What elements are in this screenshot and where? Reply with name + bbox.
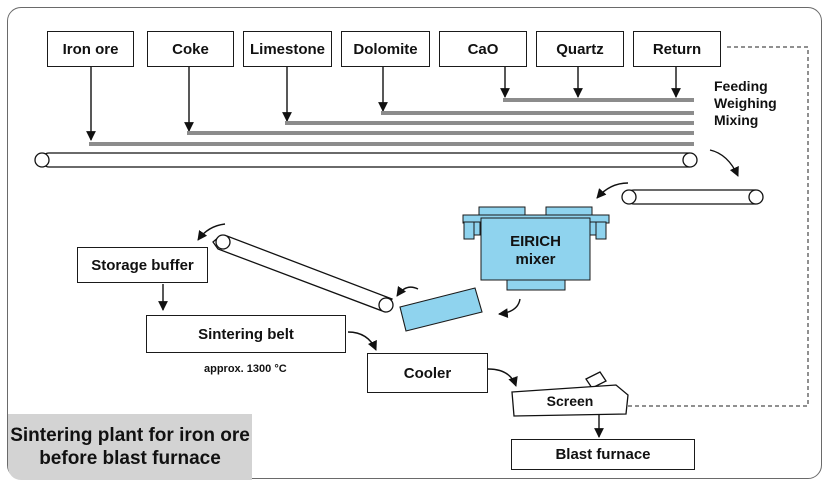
- mixing-label: Mixing: [714, 112, 759, 128]
- limestone-label: Limestone: [249, 40, 325, 58]
- conveyor-roller: [748, 189, 764, 205]
- blast-furnace-box: Blast furnace: [511, 439, 695, 470]
- screen-label: Screen: [546, 393, 594, 409]
- cao-label: CaO: [467, 40, 499, 58]
- limestone-box: Limestone: [243, 31, 332, 67]
- caption-panel: Sintering plant for iron ore before blas…: [8, 414, 252, 480]
- cooler-label: Cooler: [403, 364, 452, 382]
- transfer-arrow-cooler-to-screen: [487, 368, 518, 387]
- iron-ore-label: Iron ore: [62, 40, 119, 58]
- screen-feeder: [585, 371, 607, 389]
- mixer-body: [480, 217, 591, 281]
- return-loop-dashed-line: [627, 46, 809, 407]
- dolomite-label: Dolomite: [353, 40, 418, 58]
- ingredient-arrows: [86, 67, 681, 141]
- transfer-arrow-main-to-small-belt: [709, 149, 739, 177]
- small-conveyor: [621, 189, 764, 205]
- caption-line-1: Sintering plant for iron ore: [10, 425, 250, 446]
- mixer-label: EIRICH mixer: [481, 233, 590, 269]
- feeding-weighing-mixing-label: Feeding Weighing Mixing: [714, 78, 777, 129]
- cao-box: CaO: [439, 31, 527, 67]
- conveyor-roller: [682, 152, 698, 168]
- cooler-box: Cooler: [367, 353, 488, 393]
- weighing-label: Weighing: [714, 95, 777, 111]
- transfer-arrow-incline-to-storage: [197, 223, 226, 241]
- mixer-leg-left-2: [473, 221, 481, 236]
- eirich-mixer: [462, 206, 610, 291]
- conveyor-roller: [215, 234, 231, 250]
- main-conveyor: [34, 152, 698, 168]
- transfer-arrow-tray-to-incline: [396, 285, 419, 297]
- mixer-label-brand: EIRICH: [510, 233, 561, 250]
- conveyor-roller: [378, 297, 394, 313]
- screen-body: [511, 384, 629, 417]
- transfer-arrow-belt-to-cooler: [347, 331, 377, 351]
- quartz-box: Quartz: [536, 31, 624, 67]
- diagram-frame: [7, 7, 822, 479]
- discharge-tray: [399, 287, 483, 332]
- sintering-belt-box: Sintering belt: [146, 315, 346, 353]
- storage-buffer-box: Storage buffer: [77, 247, 208, 283]
- quartz-label: Quartz: [556, 40, 604, 58]
- storage-buffer-label: Storage buffer: [91, 256, 194, 274]
- feeding-label: Feeding: [714, 78, 768, 94]
- mixer-label-type: mixer: [515, 251, 556, 268]
- mixer-leg-right-2: [589, 221, 597, 236]
- mixer-outlet: [506, 279, 566, 291]
- transfer-arrow-mixer-to-tray: [498, 298, 521, 318]
- inclined-conveyor: [212, 234, 394, 313]
- coke-box: Coke: [147, 31, 234, 67]
- transfer-arrow-small-belt-to-mixer: [596, 182, 629, 199]
- screen-equipment: [511, 371, 629, 417]
- sintering-belt-label: Sintering belt: [198, 325, 294, 343]
- caption-line-2: before blast furnace: [39, 448, 221, 469]
- conveyor-roller: [34, 152, 50, 168]
- coke-label: Coke: [172, 40, 209, 58]
- return-box: Return: [633, 31, 721, 67]
- blast-furnace-label: Blast furnace: [555, 446, 651, 463]
- return-label: Return: [652, 40, 702, 58]
- mixer-leg-left: [463, 221, 475, 240]
- conveyor-roller: [621, 189, 637, 205]
- dolomite-box: Dolomite: [341, 31, 430, 67]
- iron-ore-box: Iron ore: [47, 31, 134, 67]
- feed-lines: [89, 98, 694, 146]
- mixer-leg-right: [595, 221, 607, 240]
- temperature-note: approx. 1300 °C: [204, 363, 287, 375]
